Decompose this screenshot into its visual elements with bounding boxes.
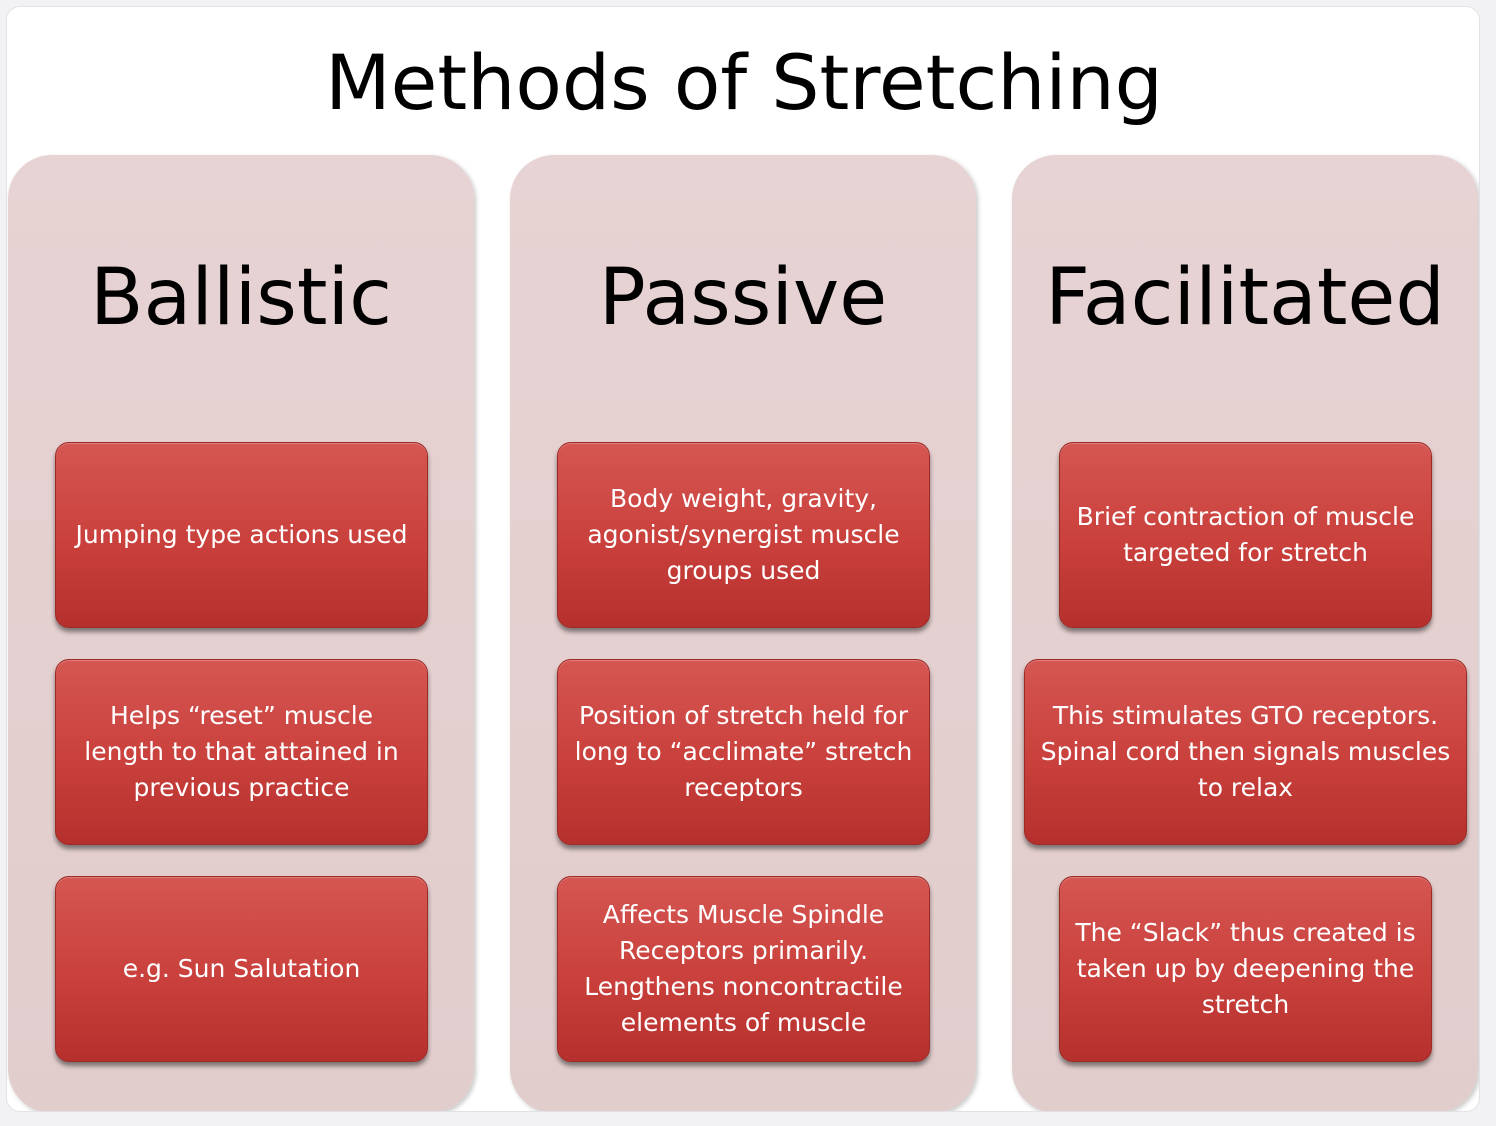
column-facilitated: Facilitated Brief contraction of muscle … [1012, 155, 1478, 1111]
column-heading: Passive [598, 253, 888, 343]
column-heading: Facilitated [1045, 253, 1445, 343]
card-facilitated-1: Brief contraction of muscle targeted for… [1059, 442, 1432, 628]
slide: Methods of Stretching Ballistic Jumping … [6, 6, 1480, 1112]
column-passive: Passive Body weight, gravity, agonist/sy… [510, 155, 976, 1111]
slide-title: Methods of Stretching [325, 38, 1163, 127]
card-passive-1: Body weight, gravity, agonist/synergist … [557, 442, 930, 628]
column-heading: Ballistic [89, 253, 393, 343]
card-ballistic-1: Jumping type actions used [55, 442, 428, 628]
column-ballistic: Ballistic Jumping type actions used Help… [8, 155, 474, 1111]
card-passive-2: Position of stretch held for long to “ac… [557, 659, 930, 845]
card-ballistic-2: Helps “reset” muscle length to that atta… [55, 659, 428, 845]
card-facilitated-3: The “Slack” thus created is taken up by … [1059, 876, 1432, 1062]
card-facilitated-2: This stimulates GTO receptors. Spinal co… [1024, 659, 1467, 845]
card-passive-3: Affects Muscle Spindle Receptors primari… [557, 876, 930, 1062]
card-ballistic-3: e.g. Sun Salutation [55, 876, 428, 1062]
